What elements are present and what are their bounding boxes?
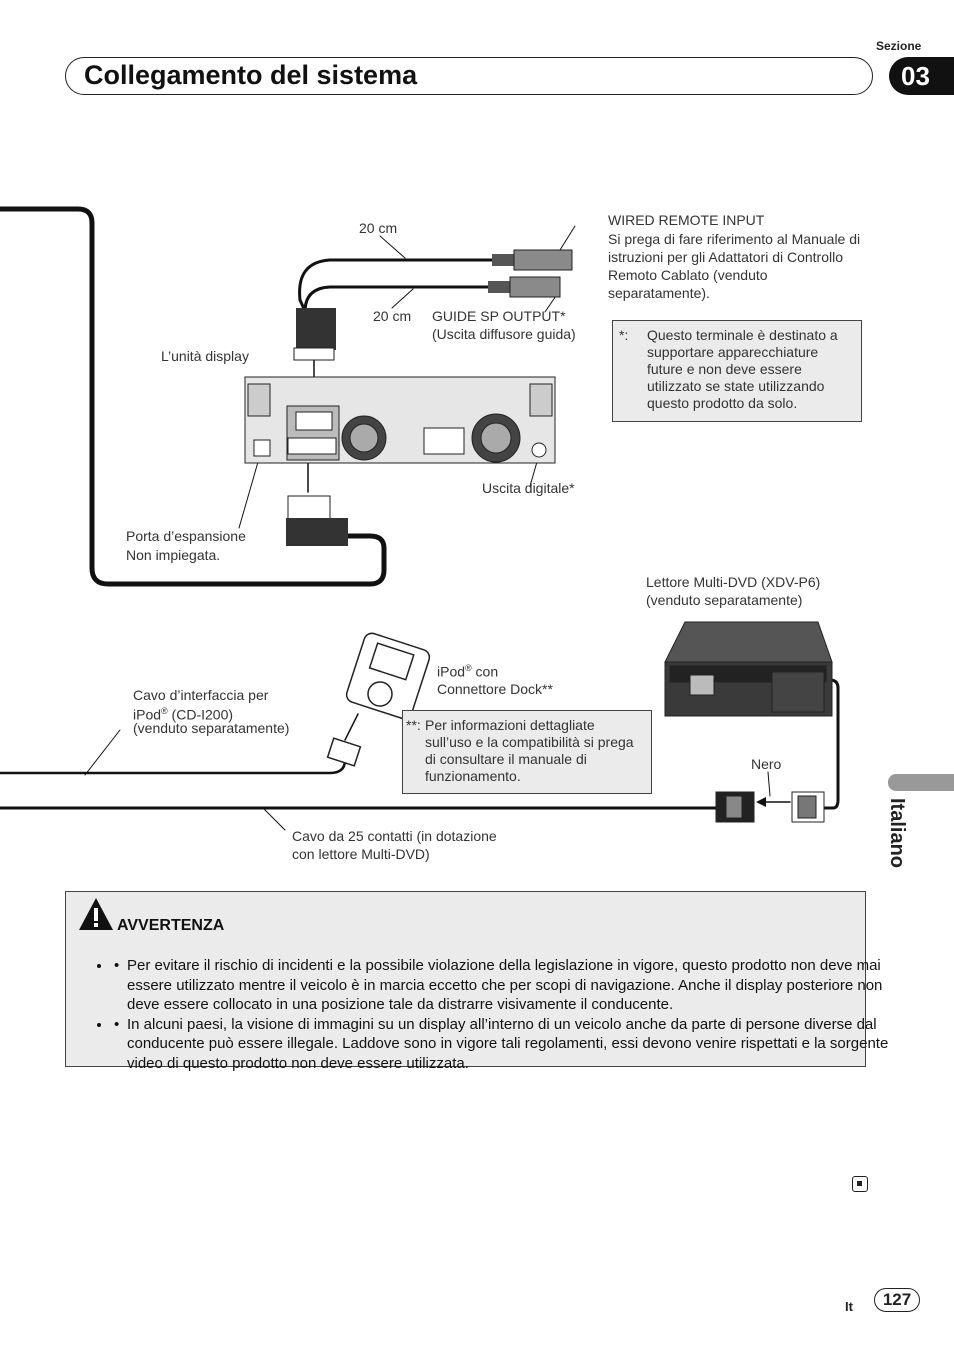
- dvd-player-icon: [664, 621, 833, 717]
- warning-item: In alcuni paesi, la visione di immagini …: [112, 1015, 892, 1074]
- wired-remote-title: WIRED REMOTE INPUT: [608, 212, 765, 228]
- section-label: Sezione: [876, 39, 922, 53]
- display-plug-icon: [293, 308, 336, 361]
- guide-sp-sublabel: (Uscita diffusore guida): [432, 326, 576, 342]
- ipod-name: iPod: [437, 663, 466, 680]
- digital-out-label: Uscita digitale*: [482, 480, 575, 496]
- note-star-text: Questo terminale è destinato a supportar…: [647, 327, 838, 411]
- connector-dvd-icon: [791, 791, 825, 823]
- ipod-cable: [0, 758, 347, 775]
- note-dstar-box: **: Per informazioni dettagliate sull’us…: [402, 710, 652, 794]
- ipod-cable-label: Cavo d’interfaccia per: [133, 687, 269, 703]
- page-number: 127: [874, 1288, 920, 1312]
- page-title: Collegamento del sistema: [84, 60, 418, 90]
- note-dstar-text: Per informazioni dettagliate sull’uso e …: [425, 717, 634, 784]
- note-star-box: *: Questo terminale è destinato a suppor…: [612, 320, 862, 422]
- connection-diagram: [0, 206, 840, 831]
- display-unit-label: L’unità display: [161, 348, 249, 364]
- ipod-icon: [326, 632, 431, 767]
- ipod-con: con: [471, 663, 499, 680]
- warning-title: AVVERTENZA: [117, 917, 225, 934]
- ipod-cable-reg: ®: [161, 706, 168, 716]
- dvd-player-label: Lettore Multi-DVD (XDV-P6): [646, 574, 821, 590]
- length-label-top: 20 cm: [359, 220, 398, 236]
- display-cable: [0, 206, 387, 587]
- end-mark-icon: [852, 1176, 868, 1192]
- section-number: 03: [889, 57, 954, 95]
- expansion-port-note: Non impiegata.: [126, 547, 221, 563]
- title-bar: [65, 57, 873, 95]
- note-star-mark: *:: [619, 327, 629, 343]
- warning-item: Per evitare il rischio di incidenti e la…: [112, 956, 892, 1015]
- ipod-cable-ipod: iPod: [133, 706, 162, 723]
- language-label: Italiano: [886, 798, 908, 869]
- head-unit-rear-icon: [244, 376, 556, 464]
- expansion-plug-icon: [286, 495, 348, 546]
- expansion-port-label: Porta d’espansione: [126, 528, 246, 544]
- connector-black-icon: [715, 791, 755, 823]
- warning-icon: [79, 898, 113, 930]
- ipod-cable-note: (venduto separatamente): [133, 720, 290, 736]
- ipod-cable-model: iPod® (CD-I200): [133, 702, 233, 724]
- guide-jack-icon: [488, 276, 561, 298]
- ipod-connector-label: Connettore Dock**: [437, 681, 553, 697]
- black-label: Nero: [751, 756, 782, 772]
- remote-cable: [298, 258, 494, 342]
- note-dstar-mark: **:: [406, 717, 421, 733]
- length-label-bottom: 20 cm: [373, 308, 412, 324]
- warning-list: Per evitare il rischio di incidenti e la…: [72, 956, 892, 1073]
- remote-jack-icon: [492, 249, 573, 271]
- guide-sp-label: GUIDE SP OUTPUT*: [432, 308, 566, 324]
- ipod-label: iPod® con: [437, 659, 498, 681]
- wired-remote-desc: Si prega di fare riferimento al Manuale …: [608, 231, 861, 301]
- ipod-reg: ®: [465, 663, 472, 673]
- cable25-note: con lettore Multi-DVD): [292, 846, 430, 862]
- ipod-cable-model-text: (CD-I200): [167, 706, 234, 723]
- lang-code: It: [845, 1299, 853, 1314]
- cable25-label: Cavo da 25 contatti (in dotazione: [292, 828, 497, 844]
- language-tab: [888, 774, 954, 791]
- dvd-player-note: (venduto separatamente): [646, 592, 803, 608]
